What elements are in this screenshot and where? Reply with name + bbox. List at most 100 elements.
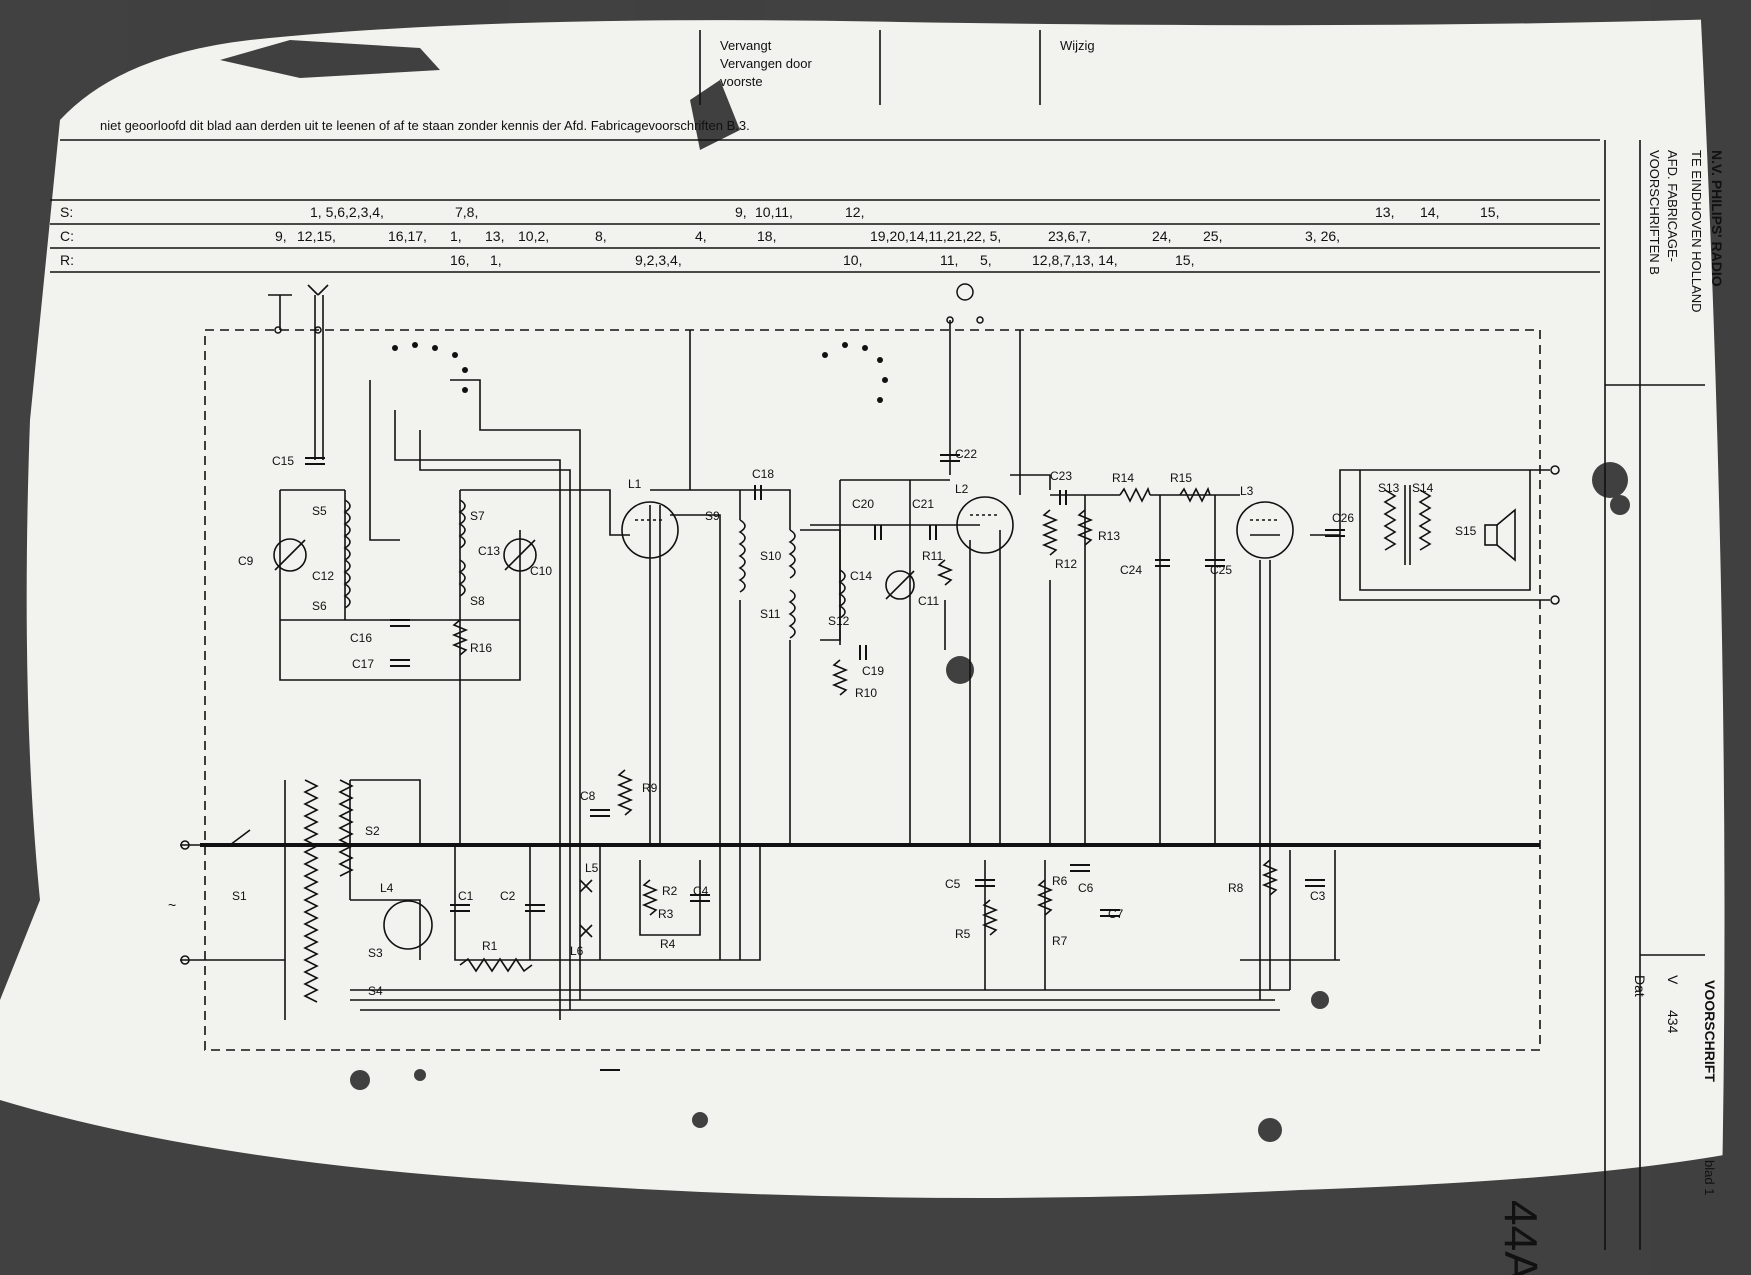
capacitor-label: C4 [693,884,709,898]
row-c-label: C: [60,228,74,244]
row-r-entry: 9,2,3,4, [635,252,682,268]
row-c-entry: 9, [275,228,287,244]
capacitor-label: C19 [862,664,884,678]
row-c-entry: 23,6,7, [1048,228,1091,244]
resistor-label: R16 [470,641,492,655]
row-s-entry: 14, [1420,204,1439,220]
series-number: 434 [1665,1010,1681,1034]
inductor-label: L5 [585,861,599,875]
coil-label: S2 [365,824,380,838]
coil-label: S9 [705,509,720,523]
company-city: TE EINDHOVEN HOLLAND [1689,150,1704,313]
capacitor-label: C25 [1210,563,1232,577]
row-c-entry: 1, [450,228,462,244]
doc-title: VOORSCHRIFT [1702,980,1718,1082]
stamp-line-2: Vervangen door [720,56,812,71]
company-name: N.V. PHILIPS' RADIO [1709,150,1725,287]
capacitor-label: C2 [500,889,516,903]
row-c-entry: 19,20,14,11,21,22, 5, [870,228,1001,244]
capacitor-label: C23 [1050,469,1072,483]
row-c-entry: 24, [1152,228,1171,244]
coil-label: S15 [1455,524,1477,538]
stamp-line-3: voorste [720,74,763,89]
row-r-entry: 1, [490,252,502,268]
sheet-number: blad 1 [1702,1160,1717,1195]
resistor-label: R8 [1228,881,1244,895]
capacitor-label: C8 [580,789,596,803]
capacitor-label: C11 [918,594,939,608]
capacitor-label: C17 [352,657,374,671]
row-s-entry: 13, [1375,204,1394,220]
row-s-entry: 7,8, [455,204,478,220]
row-c-entry: 16,17, [388,228,427,244]
coil-label: S13 [1378,481,1400,495]
row-r-entries: 16, 1, 9,2,3,4, 10, 11, 5, 12,8,7,13, 14, 15, [450,252,1194,268]
capacitor-label: C14 [850,569,872,583]
dept-line-1: AFD. FABRICAGE- [1665,150,1680,262]
capacitor-label: C18 [752,467,774,481]
capacitor-label: C24 [1120,563,1142,577]
inductor-label: L6 [570,944,584,958]
resistor-label: R12 [1055,557,1077,571]
notice-text: niet geoorloofd dit blad aan derden uit … [100,118,750,133]
tube-label: L4 [380,881,394,895]
date-label: Dat [1632,975,1648,997]
capacitor-label: C6 [1078,881,1094,895]
tube-L2 [956,496,1014,554]
title-block: N.V. PHILIPS' RADIO TE EINDHOVEN HOLLAND… [1495,140,1725,1275]
resistor-label: R15 [1170,471,1192,485]
row-c-entry: 4, [695,228,707,244]
row-c-entry: 13, [485,228,504,244]
series-letter: V [1665,975,1681,985]
coil-label: S5 [312,504,327,518]
mains-symbol: ~ [168,897,176,913]
row-c-entry: 8, [595,228,607,244]
coil-label: S1 [232,889,247,903]
capacitor-label: C10 [530,564,552,578]
coil-label: S10 [760,549,782,563]
row-c-entry: 3, 26, [1305,228,1340,244]
tube-L4 [383,900,433,950]
row-r-entry: 10, [843,252,862,268]
row-r-entry: 16, [450,252,469,268]
stamp-line-1: Vervangt [720,38,772,53]
capacitor-label: C12 [312,569,334,583]
resistor-label: R3 [658,907,674,921]
capacitor-label: C26 [1332,511,1354,525]
wijziging-label: Wijzig [1060,38,1095,53]
row-c-entry: 10,2, [518,228,549,244]
row-s-entry: 9, [735,204,747,220]
row-r-entry: 5, [980,252,992,268]
capacitor-label: C5 [945,877,961,891]
row-r-entry: 12,8,7,13, 14, [1032,252,1118,268]
coil-label: S4 [368,984,383,998]
resistor-label: R6 [1052,874,1068,888]
resistor-label: R10 [855,686,877,700]
capacitor-label: C20 [852,497,874,511]
resistor-label: R5 [955,927,971,941]
chassis-outline [204,329,1541,1051]
wiring [180,284,1550,1020]
resistor-label: R9 [642,781,658,795]
row-s-label: S: [60,204,73,220]
dept-line-2: VOORSCHRIFTEN B [1647,150,1662,275]
capacitor-label: C22 [955,447,977,461]
resistor-label: R2 [662,884,678,898]
row-c-entry: 12,15, [297,228,336,244]
tube-label: L2 [955,482,969,496]
capacitor-label: C21 [912,497,934,511]
coil-label: S3 [368,946,383,960]
capacitor-label: C16 [350,631,372,645]
resistor-label: R13 [1098,529,1120,543]
row-s-entry: 1, 5,6,2,3,4, [310,204,384,220]
row-r-entry: 11, [940,252,958,268]
row-r-entry: 15, [1175,252,1194,268]
resistor-label: R7 [1052,934,1068,948]
tube-L3 [1236,501,1294,559]
parts-table: S: C: R: 1, 5,6,2,3,4,7,8,9,10,11,12,13,… [50,199,1600,273]
tube-L1 [621,501,679,559]
capacitor-label: C9 [238,554,254,568]
